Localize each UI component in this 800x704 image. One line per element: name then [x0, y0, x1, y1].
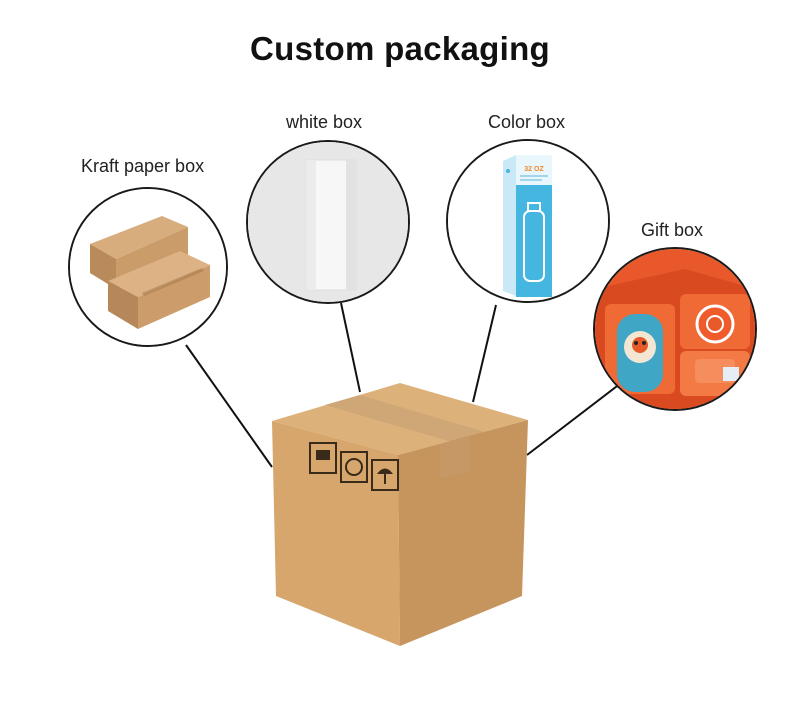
color-box-label: Color box: [488, 112, 566, 132]
white-box-label: white box: [286, 112, 363, 132]
kraft-paper-box-image: [68, 187, 228, 347]
color-box-image: 32 OZ: [446, 139, 610, 303]
fragile-glass-icon: [309, 442, 337, 474]
gift-box-image: [593, 247, 757, 411]
recycle-icon: [340, 451, 368, 483]
umbrella-icon: [371, 459, 399, 491]
kraft-paper-box-label: Kraft paper box: [81, 156, 205, 176]
color-box-print: 32 OZ: [524, 166, 544, 173]
gift-box-label: Gift box: [641, 220, 704, 240]
page-title: Custom packaging: [249, 30, 550, 67]
white-box-image: [246, 140, 410, 304]
